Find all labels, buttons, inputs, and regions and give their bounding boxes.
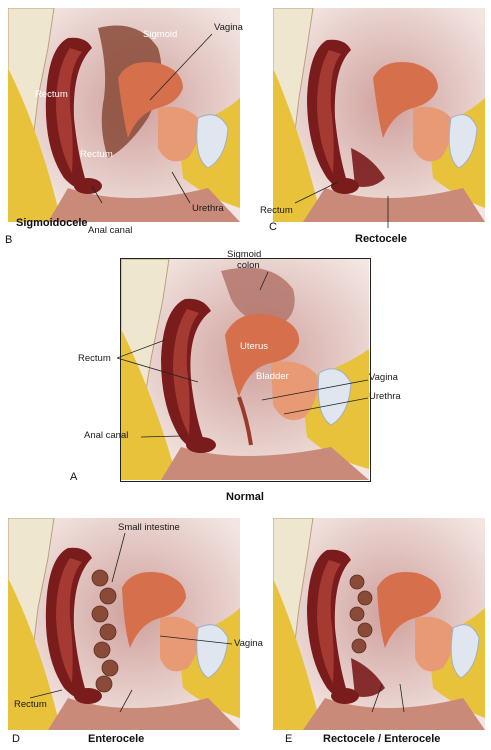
panel-c-rectocele [273, 8, 485, 222]
panel-e-letter: E [285, 733, 293, 745]
panel-b-caption: Sigmoidocele [16, 217, 88, 229]
label-a-uterus: Uterus [240, 341, 268, 352]
panel-c-caption: Rectocele [355, 233, 407, 245]
label-b-rectum-upper: Rectum [35, 89, 68, 100]
label-c-rectum: Rectum [260, 205, 293, 216]
label-b-sigmoid: Sigmoid [143, 29, 178, 40]
panel-e-caption: Rectocele / Enterocele [323, 733, 441, 745]
label-d-small-intestine: Small intestine [118, 522, 180, 533]
panel-a-illustration [121, 259, 369, 480]
panel-c-illustration [273, 8, 485, 222]
panel-b-letter: B [5, 234, 13, 246]
panel-d-letter: D [12, 733, 20, 745]
label-a-vagina: Vagina [369, 372, 398, 383]
label-d-vagina: Vagina [234, 638, 263, 649]
panel-a-letter: A [70, 471, 78, 483]
label-b-rectum-lower: Rectum [80, 149, 113, 160]
label-a-urethra: Urethra [369, 391, 401, 402]
label-a-sigmoid-colon-line1: Sigmoid [227, 249, 262, 260]
panel-a-normal [120, 258, 371, 482]
label-a-bladder: Bladder [256, 371, 289, 382]
label-a-rectum: Rectum [78, 353, 111, 364]
label-d-rectum: Rectum [14, 699, 47, 710]
label-a-sigmoid-colon-line2: colon [237, 260, 260, 271]
panel-e-rectocele-enterocele [273, 518, 485, 730]
panel-b-sigmoidocele [8, 8, 240, 222]
panel-c-letter: C [269, 221, 277, 233]
label-a-anal-canal: Anal canal [84, 430, 129, 441]
panel-b-illustration [8, 8, 240, 222]
label-b-urethra: Urethra [192, 203, 224, 214]
panel-a-caption: Normal [226, 491, 264, 503]
label-b-vagina: Vagina [214, 22, 243, 33]
panel-e-illustration [273, 518, 485, 730]
panel-d-caption: Enterocele [88, 733, 145, 745]
label-b-anal-canal: Anal canal [88, 225, 133, 236]
